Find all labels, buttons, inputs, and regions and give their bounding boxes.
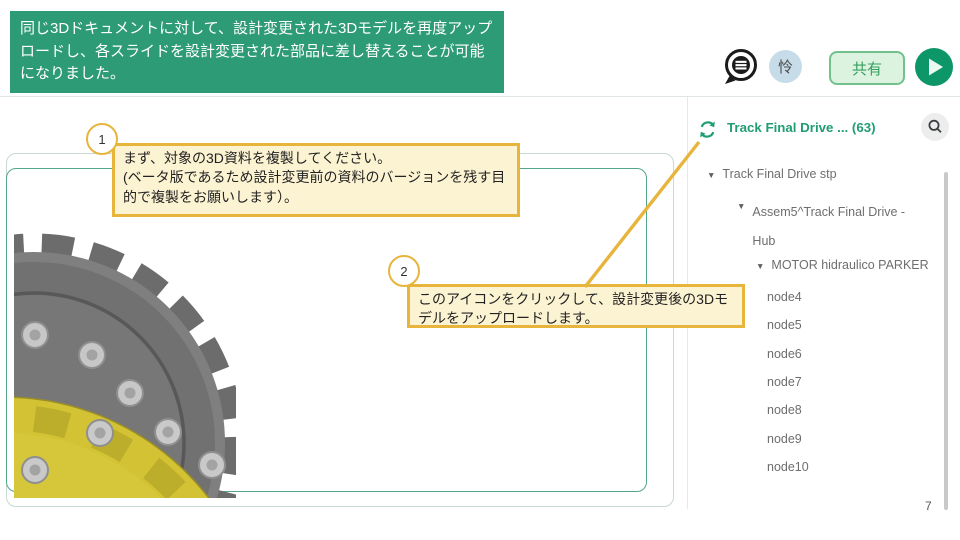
callout-2-number-label: 2	[400, 263, 408, 279]
sync-refresh-icon	[700, 121, 715, 138]
comment-bubble-icon	[725, 49, 757, 84]
callout-1-number: 1	[86, 123, 118, 155]
tree-item-label: node8	[767, 403, 802, 417]
tree-item-assem5[interactable]: ▼ Assem5^Track Final Drive - Hub	[737, 198, 930, 256]
yellow-hub-bolt-centers	[29, 426, 218, 476]
banner-note: 同じ3Dドキュメントに対して、設計変更された3Dモデルを再度アップロードし、各ス…	[10, 11, 504, 93]
caret-down-icon[interactable]: ▼	[737, 201, 746, 211]
search-button[interactable]	[921, 113, 949, 141]
callout-1-box: まず、対象の3D資料を複製してください。 (ベータ版であるため設計変更前の資料の…	[112, 143, 520, 217]
tree-scrollbar[interactable]	[944, 172, 948, 510]
tree-item-node7[interactable]: node7	[767, 375, 802, 389]
page-number: 7	[925, 499, 932, 513]
3d-model-gears	[14, 233, 236, 498]
tree-item-label: Assem5^Track Final Drive - Hub	[752, 205, 906, 248]
play-button[interactable]	[914, 47, 954, 87]
share-button[interactable]: 共有	[829, 51, 905, 85]
tree-item-label: node4	[767, 290, 802, 304]
avatar-initial: 怜	[777, 59, 793, 76]
header-divider	[0, 96, 960, 97]
tree-item-label: node10	[767, 460, 809, 474]
tree-item-label: node9	[767, 432, 802, 446]
caret-down-icon[interactable]: ▼	[756, 261, 765, 271]
tree-item-track-final-drive[interactable]: ▼ Track Final Drive stp	[707, 167, 837, 181]
yellow-hub-drum	[14, 396, 210, 498]
tree-item-node4[interactable]: node4	[767, 290, 802, 304]
tree-item-label: Track Final Drive stp	[722, 167, 837, 181]
tree-item-label: MOTOR hidraulico PARKER	[771, 258, 929, 272]
tree-item-motor[interactable]: ▼ MOTOR hidraulico PARKER	[756, 258, 929, 272]
tree-item-node5[interactable]: node5	[767, 318, 802, 332]
callout-2-number: 2	[388, 255, 420, 287]
tree-item-node10[interactable]: node10	[767, 460, 809, 474]
search-icon	[928, 119, 942, 133]
model-tree-title: Track Final Drive ... (63)	[727, 120, 876, 135]
share-button-label: 共有	[851, 60, 882, 78]
tree-item-label: node6	[767, 347, 802, 361]
tree-item-node8[interactable]: node8	[767, 403, 802, 417]
tree-item-node9[interactable]: node9	[767, 432, 802, 446]
callout-2-box: このアイコンをクリックして、設計変更後の3Dモデルをアップロードします。	[407, 284, 745, 328]
reupload-model-button[interactable]	[697, 119, 718, 140]
callout-1-number-label: 1	[98, 131, 106, 147]
comments-button[interactable]	[720, 47, 760, 87]
gray-gear-bolt-centers	[29, 329, 136, 399]
play-icon	[915, 48, 953, 86]
user-avatar[interactable]: 怜	[769, 50, 802, 83]
caret-down-icon[interactable]: ▼	[707, 170, 716, 180]
tree-item-node6[interactable]: node6	[767, 347, 802, 361]
tree-item-label: node7	[767, 375, 802, 389]
tree-item-label: node5	[767, 318, 802, 332]
